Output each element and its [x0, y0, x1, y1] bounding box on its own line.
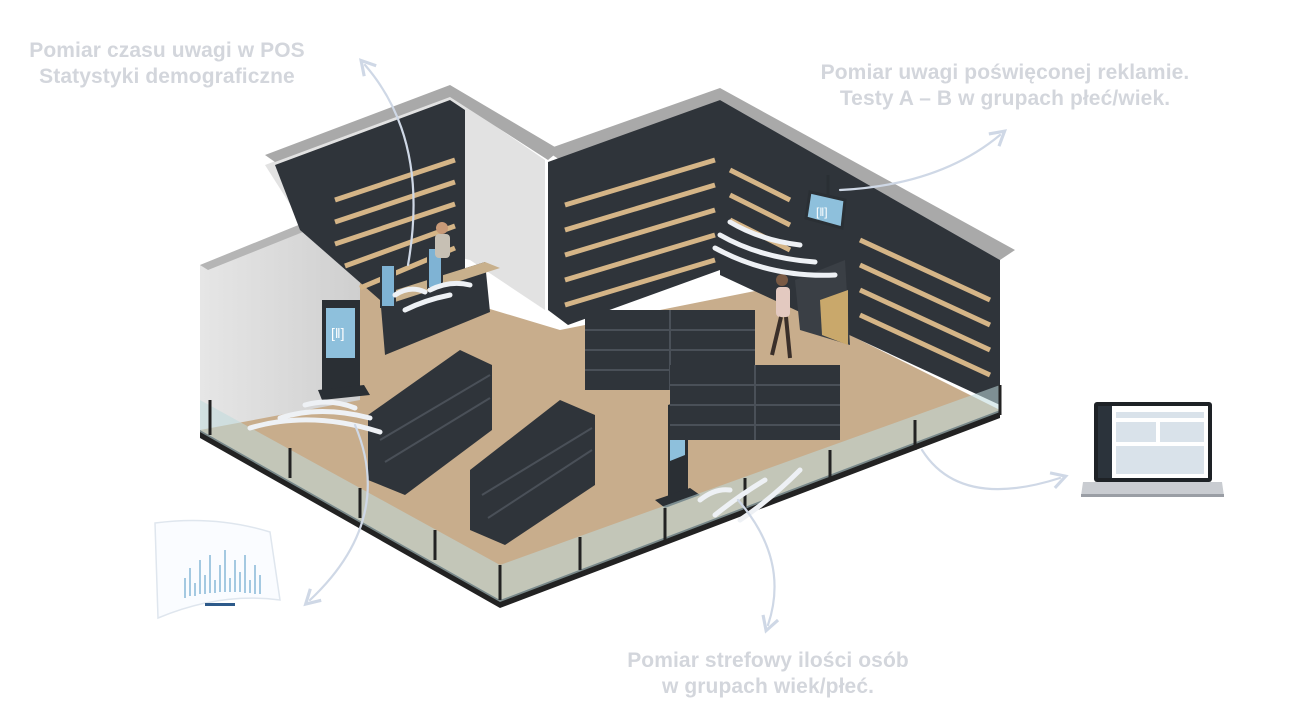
glass-railing	[200, 385, 1002, 602]
back-right-panel	[548, 100, 720, 325]
bracket-logo-icon: [ǁ]	[816, 205, 828, 219]
annotation-arrows	[303, 58, 1069, 634]
report-chart-icon	[154, 519, 281, 620]
caption-line: Statystyki demograficzne	[39, 65, 295, 88]
caption-ad-attention: Pomiar uwagi poświęconej reklamie. Testy…	[780, 60, 1230, 112]
counter-front	[820, 290, 848, 345]
kiosk-wall-display: [ǁ]	[804, 175, 847, 230]
shelving-aisle-right	[470, 400, 595, 545]
back-right-shelving	[564, 157, 716, 308]
shelving-center-front	[670, 365, 840, 440]
arrow-to-caption-ad	[838, 129, 1008, 192]
shopper-person	[770, 274, 792, 359]
arrow-to-laptop	[920, 448, 1069, 491]
arrow-to-caption-attention	[359, 58, 415, 267]
arrow-to-caption-zone	[736, 498, 780, 634]
floor-base	[200, 410, 1000, 608]
arrow-to-report	[303, 423, 369, 607]
caption-line: w grupach wiek/płeć.	[661, 675, 875, 698]
back-left-panel	[275, 100, 465, 300]
caption-line: Pomiar czasu uwagi w POS	[29, 39, 305, 62]
left-outer-wall	[200, 200, 360, 430]
back-left-wall-top	[265, 85, 560, 162]
kiosk-left: [ǁ]	[318, 300, 370, 400]
shelving-aisle-left	[368, 350, 492, 495]
bracket-logo-icon: [ǁ]	[331, 325, 345, 341]
laptop-dashboard-icon	[1081, 402, 1224, 497]
checkout-screen-1	[380, 264, 396, 308]
caption-attention-time: Pomiar czasu uwagi w POS Statystyki demo…	[12, 38, 322, 90]
caption-zone-count: Pomiar strefowy ilości osób w grupach wi…	[588, 648, 948, 700]
right-panel	[720, 100, 1000, 405]
caption-line: Pomiar uwagi poświęconej reklamie.	[820, 61, 1190, 84]
right-shelving	[728, 167, 992, 378]
signal-waves	[247, 219, 838, 523]
caption-line: Testy A – B w grupach płeć/wiek.	[839, 87, 1171, 110]
caption-line: Pomiar strefowy ilości osób	[627, 649, 909, 672]
back-right-wall-top	[545, 88, 1015, 260]
cashier-person	[435, 222, 450, 258]
